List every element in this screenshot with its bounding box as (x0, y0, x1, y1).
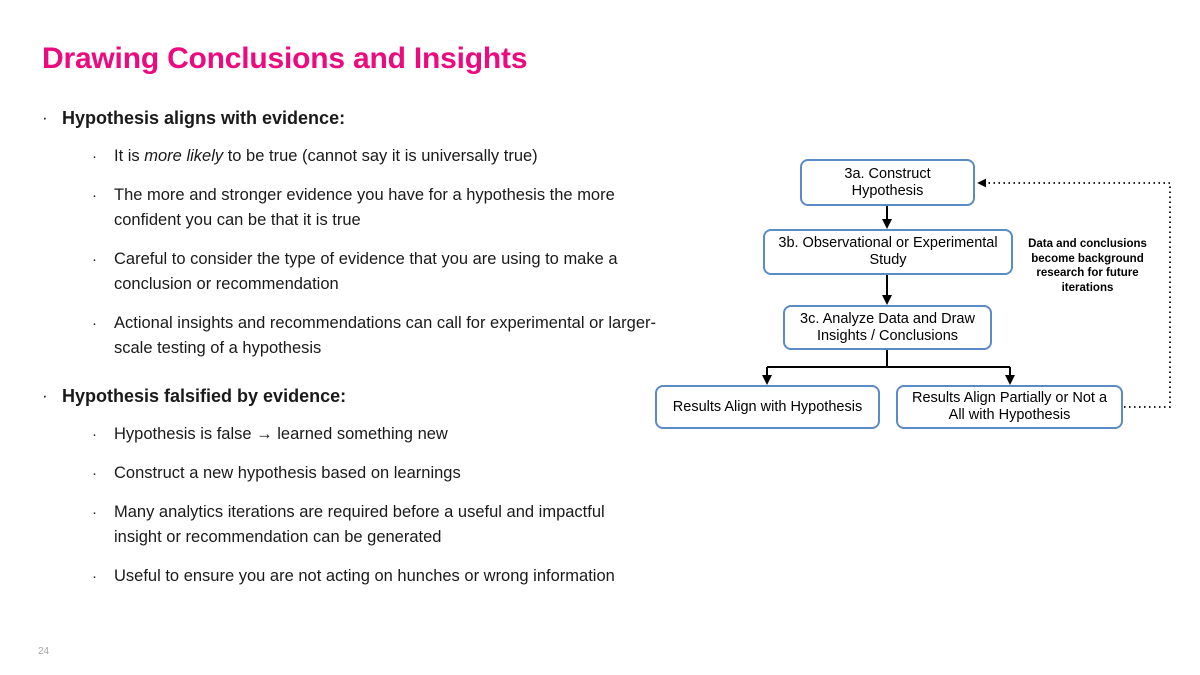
flow-node-analyze-data[interactable]: 3c. Analyze Data and Draw Insights / Con… (783, 305, 992, 350)
list-item: · Many analytics iterations are required… (88, 500, 656, 550)
list-item-label: Useful to ensure you are not acting on h… (114, 567, 615, 585)
flow-node-results-align[interactable]: Results Align with Hypothesis (655, 385, 880, 429)
list-item: · It is more likely to be true (cannot s… (88, 144, 656, 169)
bullet-heading: · Hypothesis falsified by evidence: (36, 383, 656, 409)
list-item: · Careful to consider the type of eviden… (88, 247, 656, 297)
bullet-group-hypothesis-aligns: · Hypothesis aligns with evidence: · It … (36, 105, 656, 361)
list-item: · Hypothesis is false → learned somethin… (88, 422, 656, 447)
list-item: · Actional insights and recommendations … (88, 311, 656, 361)
bullet-marker-icon: · (92, 465, 97, 482)
bullet-group-hypothesis-falsified: · Hypothesis falsified by evidence: · Hy… (36, 383, 656, 589)
bullet-marker-icon: · (92, 251, 97, 268)
list-item-label: Actional insights and recommendations ca… (114, 314, 657, 357)
list-item-label: The more and stronger evidence you have … (114, 186, 615, 229)
list-item: · The more and stronger evidence you hav… (88, 183, 656, 233)
bullet-marker-icon: · (92, 504, 97, 521)
bullet-marker-icon: · (42, 108, 48, 127)
hypothesis-flowchart: 3a. Construct Hypothesis 3b. Observation… (640, 145, 1192, 445)
list-item-label: Hypothesis is false → learned something … (114, 425, 448, 443)
list-item: · Useful to ensure you are not acting on… (88, 564, 656, 589)
list-item-label: Careful to consider the type of evidence… (114, 250, 618, 293)
bullet-marker-icon: · (92, 426, 97, 443)
list-item-label: Construct a new hypothesis based on lear… (114, 464, 461, 482)
flowchart-annotation: Data and conclusions become background r… (1028, 238, 1147, 294)
bullet-marker-icon: · (42, 386, 48, 405)
bullet-heading: · Hypothesis aligns with evidence: (36, 105, 656, 131)
bullet-marker-icon: · (92, 568, 97, 585)
list-item: · Construct a new hypothesis based on le… (88, 461, 656, 486)
emphasis-text: more likely (144, 147, 224, 165)
bullet-marker-icon: · (92, 315, 97, 332)
page-number: 24 (38, 646, 50, 657)
list-item-label: Many analytics iterations are required b… (114, 503, 605, 546)
flow-node-results-partial[interactable]: Results Align Partially or Not a All wit… (896, 385, 1123, 429)
bullet-marker-icon: · (92, 148, 97, 165)
bullet-marker-icon: · (92, 187, 97, 204)
bullet-content: · Hypothesis aligns with evidence: · It … (36, 105, 656, 603)
bullet-heading-label: Hypothesis aligns with evidence: (62, 108, 346, 128)
flow-node-observational-study[interactable]: 3b. Observational or Experimental Study (763, 229, 1013, 275)
list-item-label: It is more likely to be true (cannot say… (114, 147, 538, 165)
page-title: Drawing Conclusions and Insights (42, 42, 528, 75)
flow-node-construct-hypothesis[interactable]: 3a. Construct Hypothesis (800, 159, 975, 206)
bullet-heading-label: Hypothesis falsified by evidence: (62, 386, 347, 406)
